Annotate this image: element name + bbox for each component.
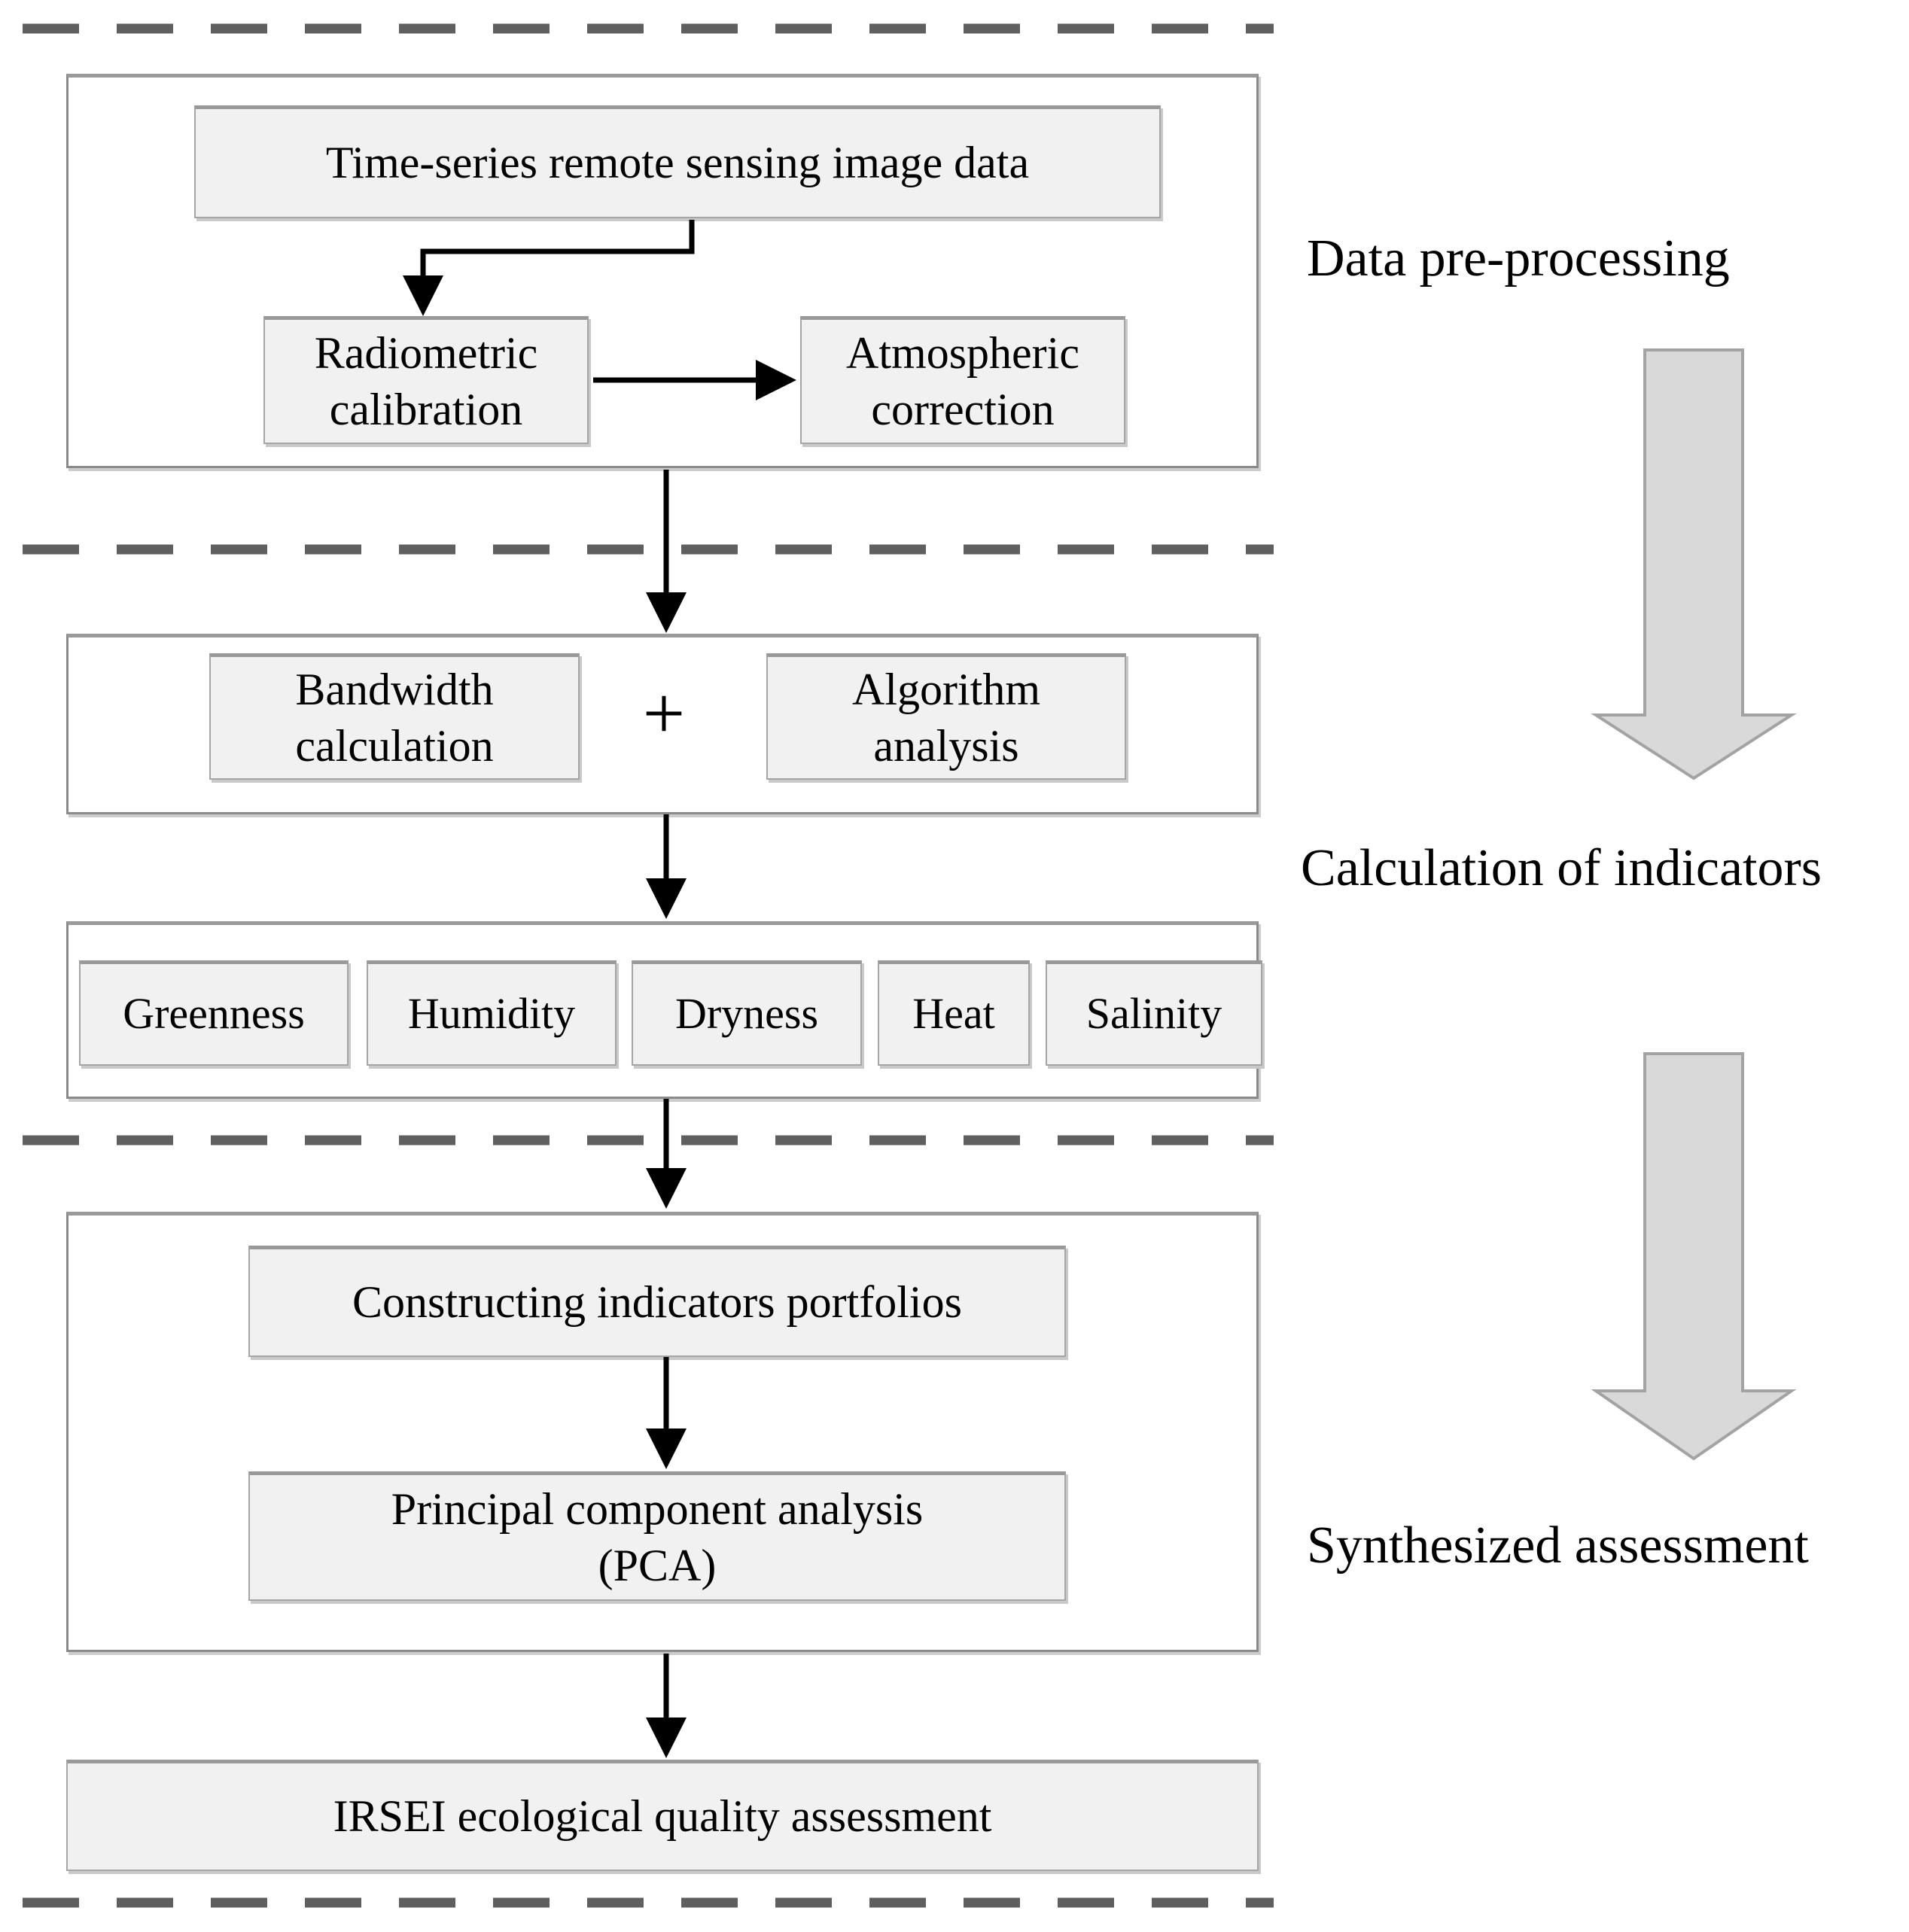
- box-indicator-greenness: Greenness: [79, 960, 349, 1066]
- box-bandwidth-calculation-label: Bandwidth calculation: [295, 664, 494, 771]
- box-constructing-portfolios-label: Constructing indicators portfolios: [352, 1277, 962, 1327]
- box-time-series-data: Time-series remote sensing image data: [194, 105, 1161, 218]
- box-indicator-dryness: Dryness: [632, 960, 862, 1066]
- box-radiometric-calibration: Radiometric calibration: [263, 316, 589, 444]
- box-indicator-humidity: Humidity: [367, 960, 617, 1066]
- plus-sign-glyph: +: [642, 671, 686, 755]
- stage-label-synthesized-assessment-text: Synthesized assessment: [1307, 1517, 1809, 1575]
- box-atmospheric-correction-label: Atmospheric correction: [846, 327, 1079, 434]
- box-pca: Principal component analysis (PCA): [248, 1471, 1066, 1601]
- box-radiometric-calibration-label: Radiometric calibration: [314, 327, 538, 434]
- arrowhead-calculation-to-indicators: [646, 878, 687, 919]
- stage-label-synthesized-assessment: Synthesized assessment: [1307, 1517, 1809, 1575]
- box-time-series-data-label: Time-series remote sensing image data: [325, 138, 1030, 187]
- arrowhead-synthesis-to-irsei: [646, 1718, 687, 1758]
- box-algorithm-analysis-label: Algorithm analysis: [852, 664, 1040, 771]
- box-atmospheric-correction: Atmospheric correction: [800, 316, 1125, 444]
- indicator-salinity-label: Salinity: [1085, 989, 1222, 1039]
- indicator-heat-label: Heat: [912, 989, 995, 1039]
- stage-label-calculation-of-indicators: Calculation of indicators: [1301, 839, 1822, 897]
- box-irsei-assessment-label: IRSEI ecological quality assessment: [333, 1791, 992, 1841]
- box-algorithm-analysis: Algorithm analysis: [766, 653, 1126, 780]
- box-pca-line2: (PCA): [598, 1540, 717, 1590]
- box-indicator-salinity: Salinity: [1046, 960, 1262, 1066]
- stage-arrow-calculation-to-synthesis: [1591, 1052, 1797, 1461]
- stage-label-calculation-of-indicators-text: Calculation of indicators: [1301, 839, 1822, 897]
- arrowhead-preprocessing-to-calculation: [646, 592, 687, 633]
- stage-label-data-preprocessing: Data pre-processing: [1307, 230, 1730, 288]
- box-bandwidth-calculation: Bandwidth calculation: [209, 653, 580, 780]
- box-pca-line1: Principal component analysis: [391, 1483, 924, 1534]
- box-irsei-assessment: IRSEI ecological quality assessment: [66, 1760, 1259, 1871]
- stage-arrow-preprocessing-to-calculation: [1591, 348, 1797, 780]
- box-indicator-heat: Heat: [878, 960, 1030, 1066]
- indicator-humidity-label: Humidity: [407, 989, 576, 1039]
- indicator-greenness-label: Greenness: [123, 989, 305, 1039]
- box-constructing-portfolios: Constructing indicators portfolios: [248, 1246, 1066, 1357]
- stage-label-data-preprocessing-text: Data pre-processing: [1307, 230, 1730, 288]
- arrowhead-indicators-to-synthesis: [646, 1168, 687, 1209]
- indicator-dryness-label: Dryness: [674, 989, 819, 1039]
- plus-sign: +: [619, 661, 709, 766]
